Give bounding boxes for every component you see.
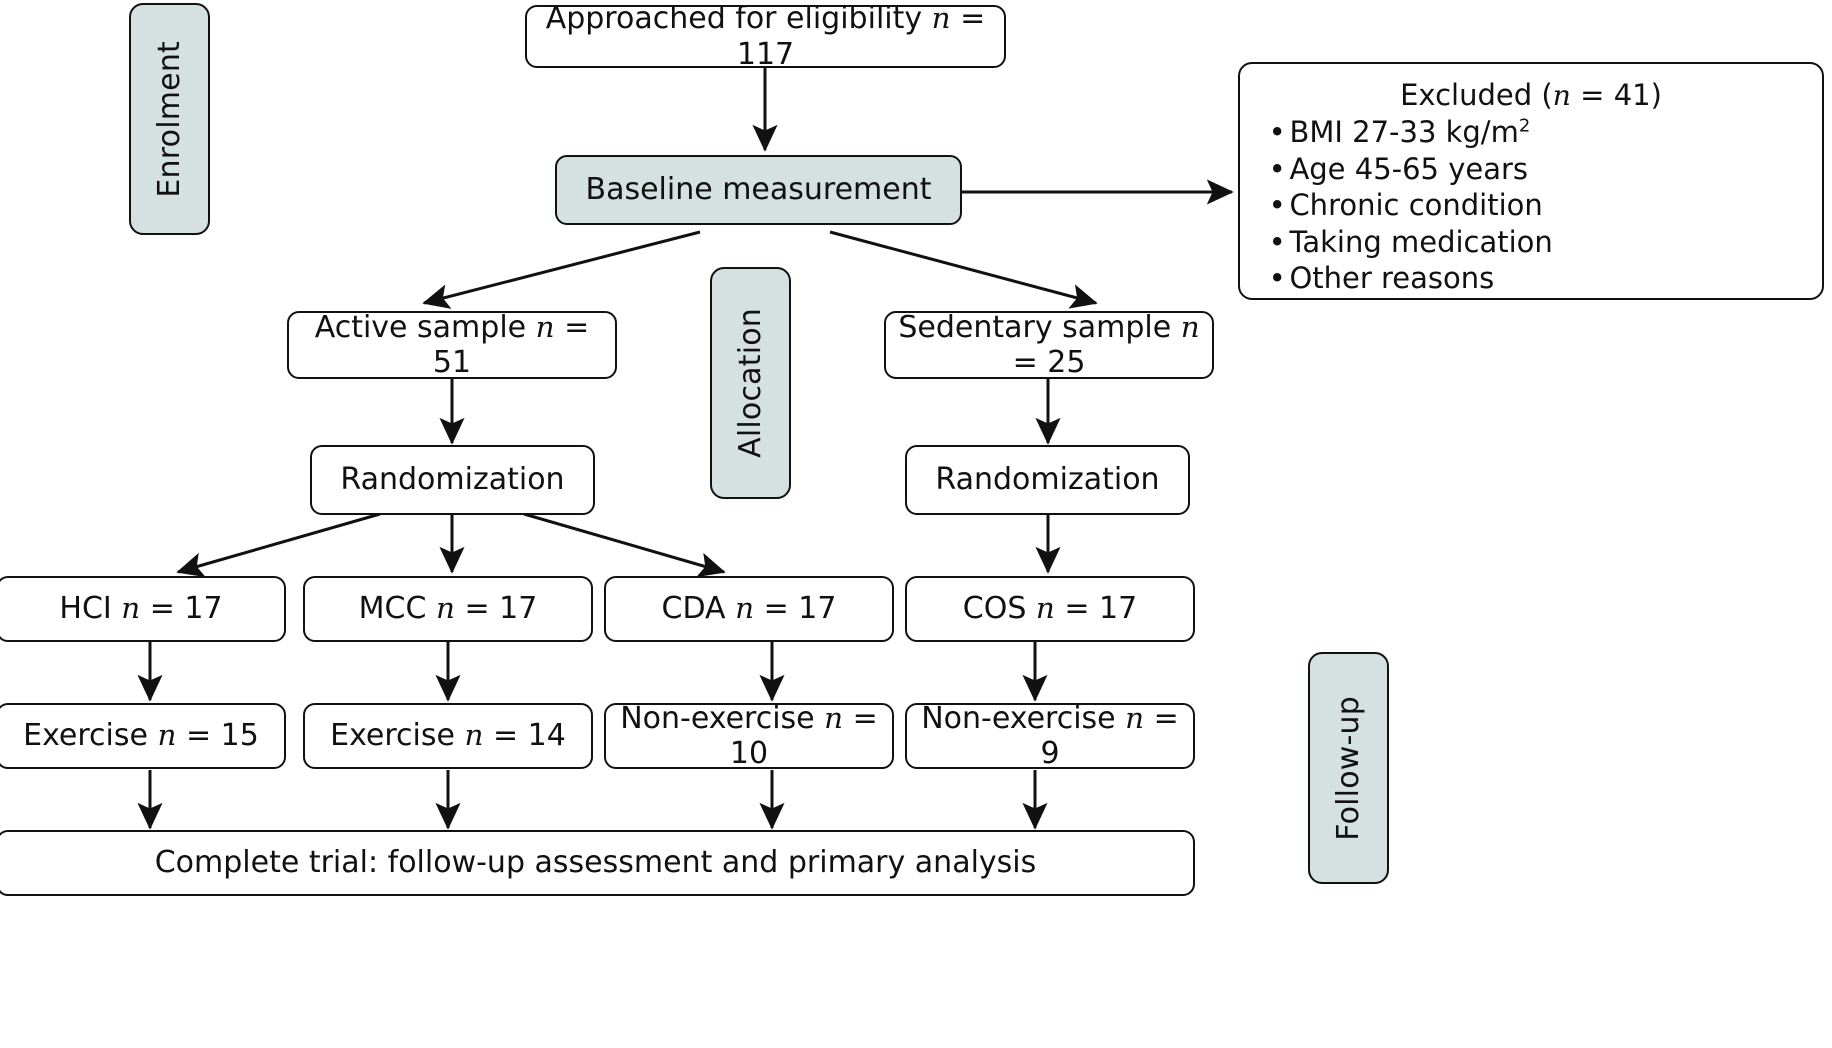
excluded-reason-item: Chronic condition bbox=[1270, 187, 1806, 224]
node-cos-n: n bbox=[1035, 591, 1055, 626]
node-mcc-value: = 17 bbox=[454, 591, 538, 627]
node-nex-cos-n: n bbox=[1125, 700, 1145, 735]
node-nonexercise-cos: Non-exercise n = 9 bbox=[905, 700, 1195, 771]
node-mcc-text: MCC bbox=[358, 591, 436, 627]
node-active-text: Active sample bbox=[314, 309, 536, 345]
excluded-heading-pre: Excluded ( bbox=[1400, 78, 1553, 112]
phase-band-followup: Follow-up bbox=[1308, 652, 1389, 884]
node-randomization-sedentary: Randomization bbox=[905, 445, 1190, 515]
excluded-reason-list: BMI 27-33 kg/m2 Age 45-65 years Chronic … bbox=[1256, 114, 1806, 297]
node-active-sample: Active sample n = 51 bbox=[287, 309, 617, 380]
excluded-reason-item: Other reasons bbox=[1270, 260, 1806, 297]
phase-label-enrolment: Enrolment bbox=[152, 40, 187, 198]
excluded-reason-text: BMI 27-33 kg/m bbox=[1289, 115, 1519, 149]
excluded-reason-item: BMI 27-33 kg/m2 bbox=[1270, 114, 1806, 151]
node-active-value: = 51 bbox=[432, 309, 590, 380]
node-sedentary-value: = 25 bbox=[1012, 345, 1086, 380]
node-complete-trial: Complete trial: follow-up assessment and… bbox=[0, 830, 1195, 896]
node-nex-cda-value: = 10 bbox=[729, 700, 878, 771]
node-hci-value: = 17 bbox=[140, 591, 223, 627]
node-nonexercise-cda: Non-exercise n = 10 bbox=[604, 700, 894, 771]
excluded-heading: Excluded (n = 41) bbox=[1256, 78, 1806, 112]
node-cos-text: COS bbox=[962, 591, 1036, 627]
node-active-n: n bbox=[535, 309, 555, 344]
node-approached-n: n bbox=[931, 1, 951, 36]
excluded-reason-text: Other reasons bbox=[1289, 261, 1495, 296]
node-group-hci: HCI n = 17 bbox=[0, 576, 286, 642]
node-hci-text: HCI bbox=[59, 591, 122, 627]
phase-band-enrolment: Enrolment bbox=[129, 3, 210, 235]
node-sedentary-sample: Sedentary sample n = 25 bbox=[884, 309, 1214, 380]
node-nex-cos-value: = 9 bbox=[1040, 700, 1179, 771]
node-hci-n: n bbox=[121, 591, 141, 626]
node-ex-mcc-value: = 14 bbox=[483, 718, 566, 754]
node-exercise-hci: Exercise n = 15 bbox=[0, 703, 286, 769]
node-sedentary-text: Sedentary sample bbox=[898, 309, 1181, 345]
phase-label-followup: Follow-up bbox=[1331, 695, 1366, 841]
node-group-cda: CDA n = 17 bbox=[604, 576, 894, 642]
node-randomization-active: Randomization bbox=[310, 445, 595, 515]
node-nex-cda-text: Non-exercise bbox=[620, 700, 825, 736]
node-ex-mcc-text: Exercise bbox=[330, 718, 465, 754]
node-approached-value: = 117 bbox=[736, 1, 986, 72]
excluded-reason-sup: 2 bbox=[1518, 115, 1531, 137]
node-mcc-n: n bbox=[436, 591, 455, 626]
node-ex-hci-text: Exercise bbox=[23, 718, 158, 754]
node-cda-text: CDA bbox=[661, 591, 736, 627]
phase-label-allocation: Allocation bbox=[733, 308, 768, 458]
node-ex-mcc-n: n bbox=[464, 718, 484, 753]
excluded-reason-item: Age 45-65 years bbox=[1270, 151, 1806, 188]
node-ex-hci-value: = 15 bbox=[176, 718, 259, 754]
node-approached-for-eligibility: Approached for eligibility n = 117 bbox=[525, 1, 1006, 72]
node-group-cos: COS n = 17 bbox=[905, 576, 1195, 642]
excluded-reason-text: Age 45-65 years bbox=[1289, 151, 1529, 186]
excluded-box: Excluded (n = 41) BMI 27-33 kg/m2 Age 45… bbox=[1238, 62, 1824, 300]
node-exercise-mcc: Exercise n = 14 bbox=[303, 703, 593, 769]
node-randomization-sedentary-text: Randomization bbox=[935, 462, 1160, 498]
excluded-heading-post: = 41) bbox=[1570, 78, 1662, 112]
phase-band-allocation: Allocation bbox=[710, 267, 791, 499]
excluded-reason-text: Taking medication bbox=[1289, 224, 1553, 259]
node-cos-value: = 17 bbox=[1054, 591, 1138, 627]
node-nex-cos-text: Non-exercise bbox=[921, 700, 1126, 736]
node-baseline-measurement: Baseline measurement bbox=[555, 155, 962, 225]
excluded-reason-text: Chronic condition bbox=[1289, 188, 1543, 223]
excluded-heading-n: n bbox=[1552, 79, 1571, 112]
node-nex-cda-n: n bbox=[824, 700, 844, 735]
node-randomization-active-text: Randomization bbox=[340, 462, 565, 498]
node-cda-n: n bbox=[735, 591, 755, 626]
node-complete-trial-text: Complete trial: follow-up assessment and… bbox=[154, 845, 1037, 881]
node-cda-value: = 17 bbox=[754, 591, 837, 627]
node-sedentary-n: n bbox=[1180, 309, 1200, 344]
excluded-reason-item: Taking medication bbox=[1270, 224, 1806, 261]
node-group-mcc: MCC n = 17 bbox=[303, 576, 593, 642]
node-baseline-text: Baseline measurement bbox=[585, 172, 932, 208]
node-ex-hci-n: n bbox=[157, 718, 177, 753]
node-approached-text: Approached for eligibility bbox=[545, 1, 932, 37]
